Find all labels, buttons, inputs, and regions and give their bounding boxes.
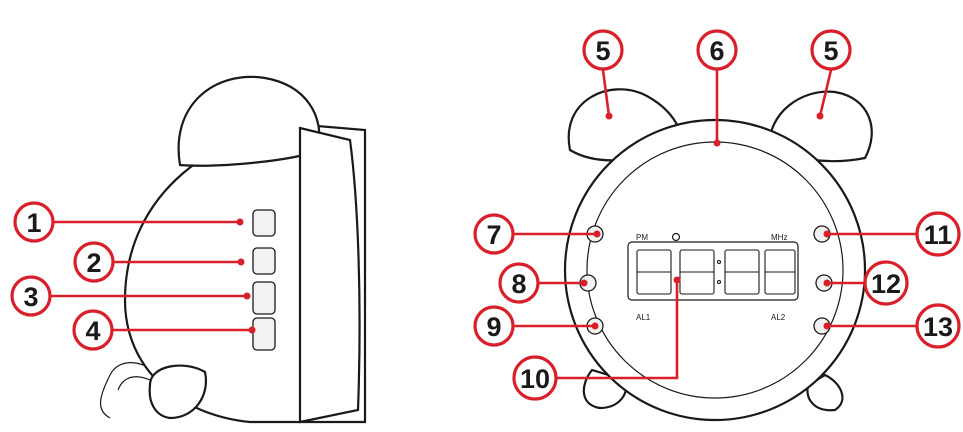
svg-text:3: 3 bbox=[23, 282, 38, 312]
callout-5-right: 5 bbox=[810, 29, 852, 71]
svg-text:9: 9 bbox=[486, 312, 501, 342]
al1-indicator: AL1 bbox=[636, 313, 651, 322]
al2-indicator: AL2 bbox=[771, 313, 786, 322]
svg-text:5: 5 bbox=[823, 36, 838, 66]
svg-text:10: 10 bbox=[520, 364, 550, 394]
side-button-1[interactable] bbox=[252, 209, 276, 237]
side-bell bbox=[177, 75, 321, 167]
side-front-panel bbox=[298, 126, 361, 424]
side-foot bbox=[148, 364, 208, 420]
callout-5-left: 5 bbox=[582, 29, 624, 71]
front-view: PM MHz AL1 AL2 bbox=[563, 88, 873, 422]
side-view bbox=[100, 75, 367, 424]
display-window bbox=[627, 241, 799, 301]
callout-6: 6 bbox=[696, 29, 738, 71]
svg-text:8: 8 bbox=[511, 269, 526, 299]
foot-right bbox=[806, 373, 844, 412]
front-body bbox=[563, 118, 867, 422]
callout-leaders bbox=[50, 69, 917, 380]
svg-text:4: 4 bbox=[85, 316, 100, 346]
mhz-indicator: MHz bbox=[771, 233, 787, 242]
svg-text:6: 6 bbox=[709, 36, 724, 66]
callout-7: 7 bbox=[473, 213, 515, 255]
svg-text:7: 7 bbox=[486, 220, 501, 250]
pm-indicator: PM bbox=[636, 233, 648, 242]
display-digits bbox=[636, 249, 796, 295]
callout-3: 3 bbox=[10, 275, 52, 317]
svg-text:12: 12 bbox=[871, 269, 901, 299]
side-button-2[interactable] bbox=[252, 247, 276, 275]
svg-text:2: 2 bbox=[86, 248, 101, 278]
svg-text:5: 5 bbox=[595, 36, 610, 66]
svg-text:1: 1 bbox=[26, 208, 41, 238]
side-button-3[interactable] bbox=[252, 281, 276, 315]
callout-9: 9 bbox=[473, 305, 515, 347]
svg-text:13: 13 bbox=[923, 312, 953, 342]
callout-8: 8 bbox=[498, 262, 540, 304]
clock-icon bbox=[671, 232, 681, 242]
callout-2: 2 bbox=[73, 241, 115, 283]
svg-text:11: 11 bbox=[924, 220, 953, 250]
callout-10: 10 bbox=[512, 355, 558, 401]
callout-4: 4 bbox=[72, 309, 114, 351]
callout-12: 12 bbox=[863, 260, 909, 306]
callout-11: 11 bbox=[915, 211, 961, 257]
side-button-4[interactable] bbox=[252, 317, 276, 351]
callout-13: 13 bbox=[915, 303, 961, 349]
callout-1: 1 bbox=[13, 201, 55, 243]
